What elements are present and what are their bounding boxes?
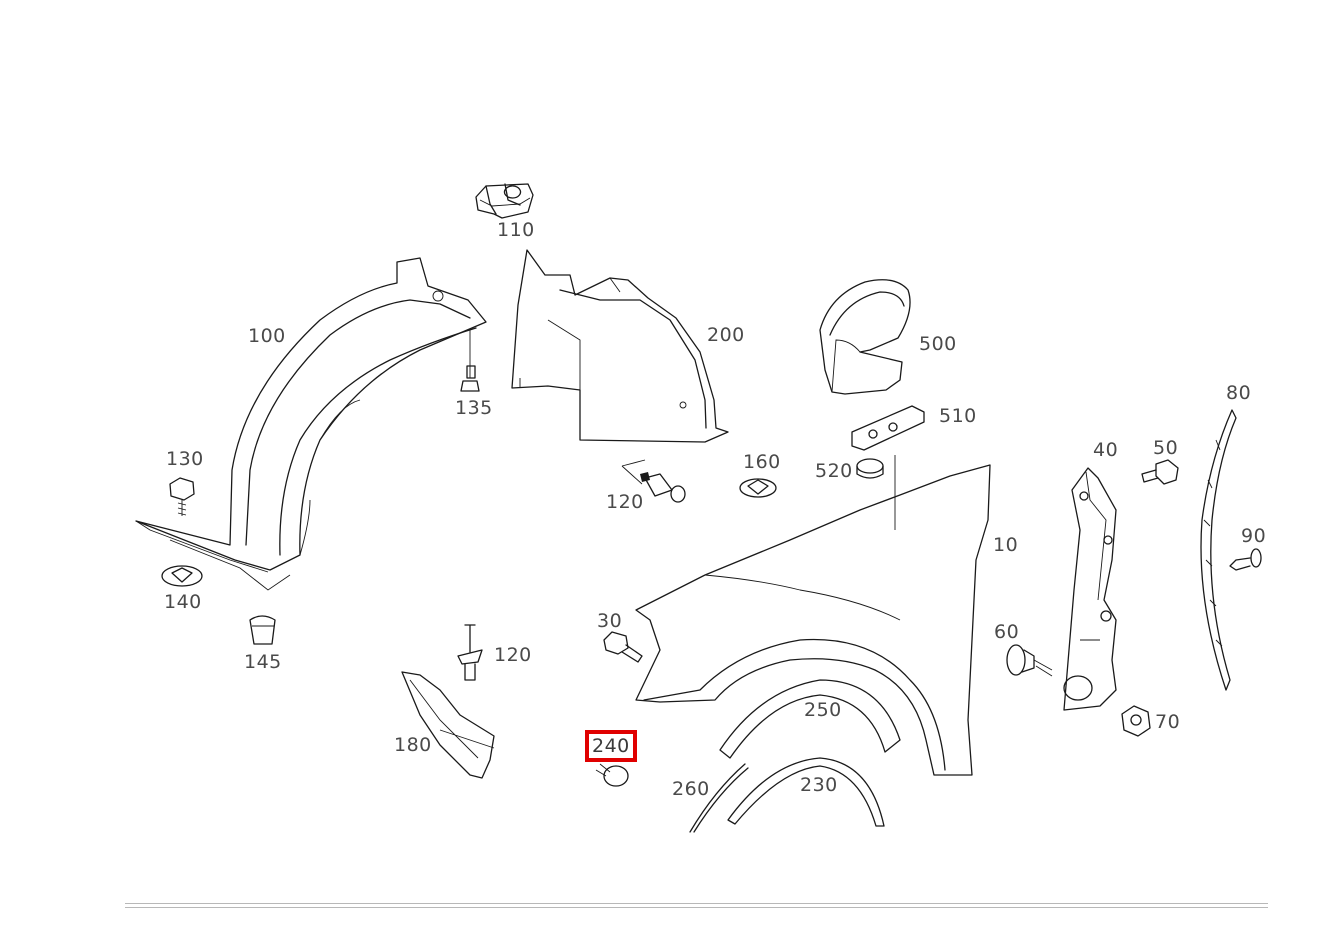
part-30-screw[interactable] bbox=[603, 631, 643, 663]
part-520-bush[interactable] bbox=[856, 458, 884, 479]
part-10-fender[interactable] bbox=[635, 455, 991, 776]
part-200-wheel-liner[interactable] bbox=[511, 249, 729, 443]
label-110[interactable]: 110 bbox=[497, 219, 535, 241]
part-500-housing[interactable] bbox=[819, 279, 911, 395]
part-250-trim[interactable] bbox=[719, 679, 901, 759]
label-120-lower[interactable]: 120 bbox=[494, 644, 532, 666]
part-180-flap[interactable] bbox=[401, 671, 495, 779]
label-250[interactable]: 250 bbox=[804, 699, 842, 721]
label-200[interactable]: 200 bbox=[707, 324, 745, 346]
label-240-highlighted[interactable]: 240 bbox=[585, 730, 637, 762]
label-130[interactable]: 130 bbox=[166, 448, 204, 470]
part-230-trim[interactable] bbox=[727, 757, 885, 827]
label-120-upper[interactable]: 120 bbox=[606, 491, 644, 513]
label-145[interactable]: 145 bbox=[244, 651, 282, 673]
part-260-strip[interactable] bbox=[689, 763, 749, 833]
label-60[interactable]: 60 bbox=[994, 621, 1020, 643]
label-180[interactable]: 180 bbox=[394, 734, 432, 756]
part-40-bracket[interactable] bbox=[1063, 467, 1117, 711]
label-40[interactable]: 40 bbox=[1093, 439, 1119, 461]
part-145-sleeve[interactable] bbox=[249, 615, 276, 645]
part-120-rivet-upper[interactable] bbox=[621, 459, 686, 503]
label-230[interactable]: 230 bbox=[800, 774, 838, 796]
part-120-rivet-lower[interactable] bbox=[457, 624, 483, 681]
label-510[interactable]: 510 bbox=[939, 405, 977, 427]
label-70[interactable]: 70 bbox=[1155, 711, 1181, 733]
part-110-clip[interactable] bbox=[475, 183, 534, 219]
label-500[interactable]: 500 bbox=[919, 333, 957, 355]
label-135[interactable]: 135 bbox=[455, 397, 493, 419]
label-80[interactable]: 80 bbox=[1226, 382, 1252, 404]
part-240-screw[interactable] bbox=[595, 763, 629, 787]
label-90[interactable]: 90 bbox=[1241, 525, 1267, 547]
part-90-clip[interactable] bbox=[1229, 548, 1262, 571]
part-60-bolt[interactable] bbox=[1006, 644, 1053, 677]
label-30[interactable]: 30 bbox=[597, 610, 623, 632]
part-50-bolt[interactable] bbox=[1141, 459, 1179, 485]
part-135-nut[interactable] bbox=[460, 330, 480, 392]
label-100[interactable]: 100 bbox=[248, 325, 286, 347]
label-520[interactable]: 520 bbox=[815, 460, 853, 482]
label-260[interactable]: 260 bbox=[672, 778, 710, 800]
label-140[interactable]: 140 bbox=[164, 591, 202, 613]
label-50[interactable]: 50 bbox=[1153, 437, 1179, 459]
part-130-screw[interactable] bbox=[169, 477, 195, 516]
part-510-plate[interactable] bbox=[851, 405, 925, 451]
label-160[interactable]: 160 bbox=[743, 451, 781, 473]
label-10[interactable]: 10 bbox=[993, 534, 1019, 556]
part-70-nut[interactable] bbox=[1121, 705, 1151, 737]
part-100-wheel-liner[interactable] bbox=[135, 257, 487, 591]
part-140-clip[interactable] bbox=[161, 565, 203, 587]
footer-divider bbox=[125, 903, 1268, 908]
part-80-seal[interactable] bbox=[1200, 409, 1237, 691]
part-160-clip[interactable] bbox=[739, 478, 777, 498]
